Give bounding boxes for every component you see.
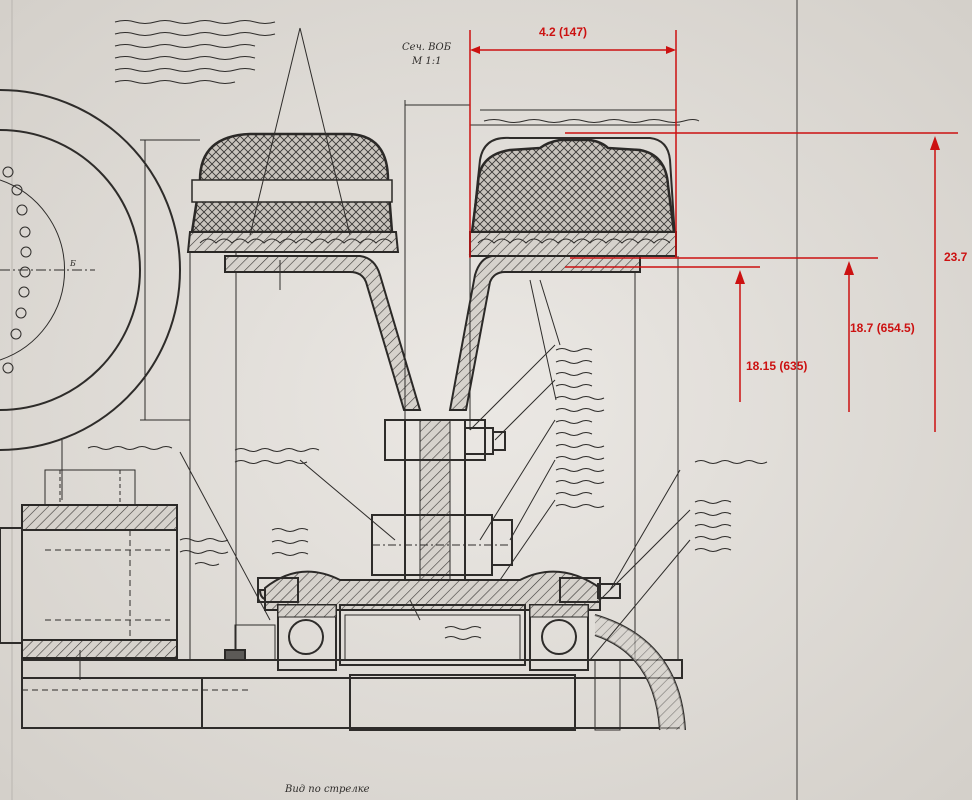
- v-spokes: [224, 255, 641, 411]
- bolt-holes: [2, 166, 32, 374]
- right-curved-guard: [594, 614, 686, 731]
- side-bolts: [257, 577, 621, 603]
- large-wheel: Б: [0, 89, 181, 451]
- width-dimension-label: 4.2 (147): [539, 25, 587, 39]
- height-b-label: 18.7 (654.5): [850, 321, 915, 335]
- handwritten-label-list-center: [555, 348, 605, 508]
- handwritten-label-left: [87, 446, 482, 640]
- height-a-label: 18.15 (635): [746, 359, 807, 373]
- left-small-parts: [224, 624, 276, 661]
- sheet-title: Сеч. ВОБ: [402, 42, 452, 53]
- left-drum: [0, 469, 178, 659]
- leader-lines: [179, 27, 691, 661]
- bearing-housing: [339, 604, 526, 666]
- center-post: [258, 419, 602, 611]
- red-annotations: 4.2 (147) 18.15 (635) 18.7 (654.5) 23.7: [469, 25, 968, 432]
- right-bearing: [529, 604, 589, 671]
- height-c-label: 23.7: [944, 250, 968, 264]
- svg-text:Б: Б: [69, 259, 76, 268]
- left-bearing: [277, 604, 337, 671]
- handwritten-note-top: [114, 20, 276, 84]
- handwritten-note-tire: [483, 119, 700, 123]
- drawing-dimension-lines: [61, 100, 680, 680]
- left-tire: [186, 132, 400, 660]
- sheet-scale: М 1:1: [411, 56, 442, 67]
- bottom-caption: Вид по стрелке: [284, 784, 370, 795]
- handwritten-label-list-right: [694, 460, 768, 552]
